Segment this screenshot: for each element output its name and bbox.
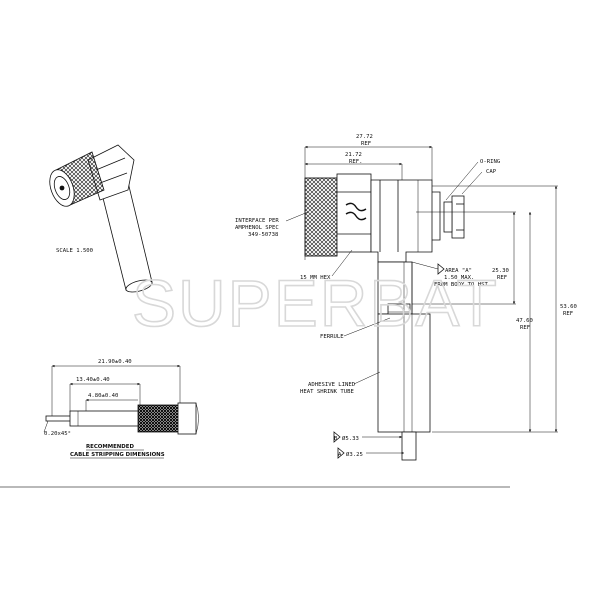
logo-mark [345, 202, 367, 221]
heat-shrink-label-1: ADHESIVE LINED [308, 382, 356, 388]
hex-label: 15 MM HEX [300, 275, 331, 281]
main-view: 27.72 REF 21.72 REF. O-RING CAP [235, 134, 577, 461]
tag-a: A [338, 452, 342, 458]
o-ring [443, 201, 453, 233]
watermark: SUPERBAT [132, 266, 499, 340]
strip-jacket [177, 402, 197, 435]
dim-top-1-value: 27.72 [356, 134, 373, 140]
strip-center-conductor [45, 415, 73, 422]
interface-label-3: 349-50738 [248, 232, 279, 238]
o-ring-label: O-RING [480, 159, 501, 165]
strip-dim-overall: 21.90±0.40 [98, 359, 132, 365]
interface-label-1: INTERFACE PER [235, 218, 279, 224]
scale-label: SCALE 1.500 [56, 248, 93, 254]
strip-caption-1: RECOMMENDED [86, 444, 134, 450]
cap [451, 195, 465, 239]
dim-right-3-note: REF [563, 311, 574, 317]
area-a-label-1: AREA "A" [445, 268, 472, 274]
strip-braid [137, 404, 181, 433]
dim-right-1-note: REF [497, 275, 508, 281]
strip-chamfer: 0.20x45° [44, 431, 71, 437]
area-a-label-3: FROM BODY TO HST [434, 282, 489, 288]
cap-label: CAP [486, 169, 497, 175]
interface-label-2: AMPHENOL SPEC [235, 225, 279, 231]
strip-dim-middle: 13.40±0.40 [76, 377, 110, 383]
dim-right-3-value: 53.60 [560, 304, 577, 310]
strip-caption-2: CABLE STRIPPING DIMENSIONS [70, 452, 165, 458]
strip-dim-short: 4.80±0.40 [88, 393, 118, 399]
iso-cable-end [125, 279, 153, 293]
strip-dielectric [69, 410, 141, 427]
dim-right-2-value: 47.60 [516, 318, 533, 324]
dim-top-2-value: 21.72 [345, 152, 362, 158]
dim-top-1-note: REF [361, 141, 372, 147]
dim-top-2-note: REF. [349, 159, 362, 165]
dim-right-1-value: 25.30 [492, 268, 509, 274]
cable-stripping-view: 21.90±0.40 13.40±0.40 4.80±0.40 0.20x45°… [43, 359, 199, 459]
heat-shrink-label-2: HEAT SHRINK TUBE [300, 389, 355, 395]
diameter-2-label: Ø3.25 [346, 451, 363, 458]
ferrule-label: FERRULE [320, 334, 344, 340]
dim-right-2-note: REF [520, 325, 531, 331]
area-a-label-2: 1.50 MAX. [444, 275, 474, 281]
isometric-view: SCALE 1.500 [49, 144, 153, 293]
knurled-coupling-nut [304, 177, 338, 257]
diameter-1-label: Ø5.33 [342, 435, 359, 442]
tag-b: B [334, 436, 338, 442]
cable-end [401, 431, 417, 461]
